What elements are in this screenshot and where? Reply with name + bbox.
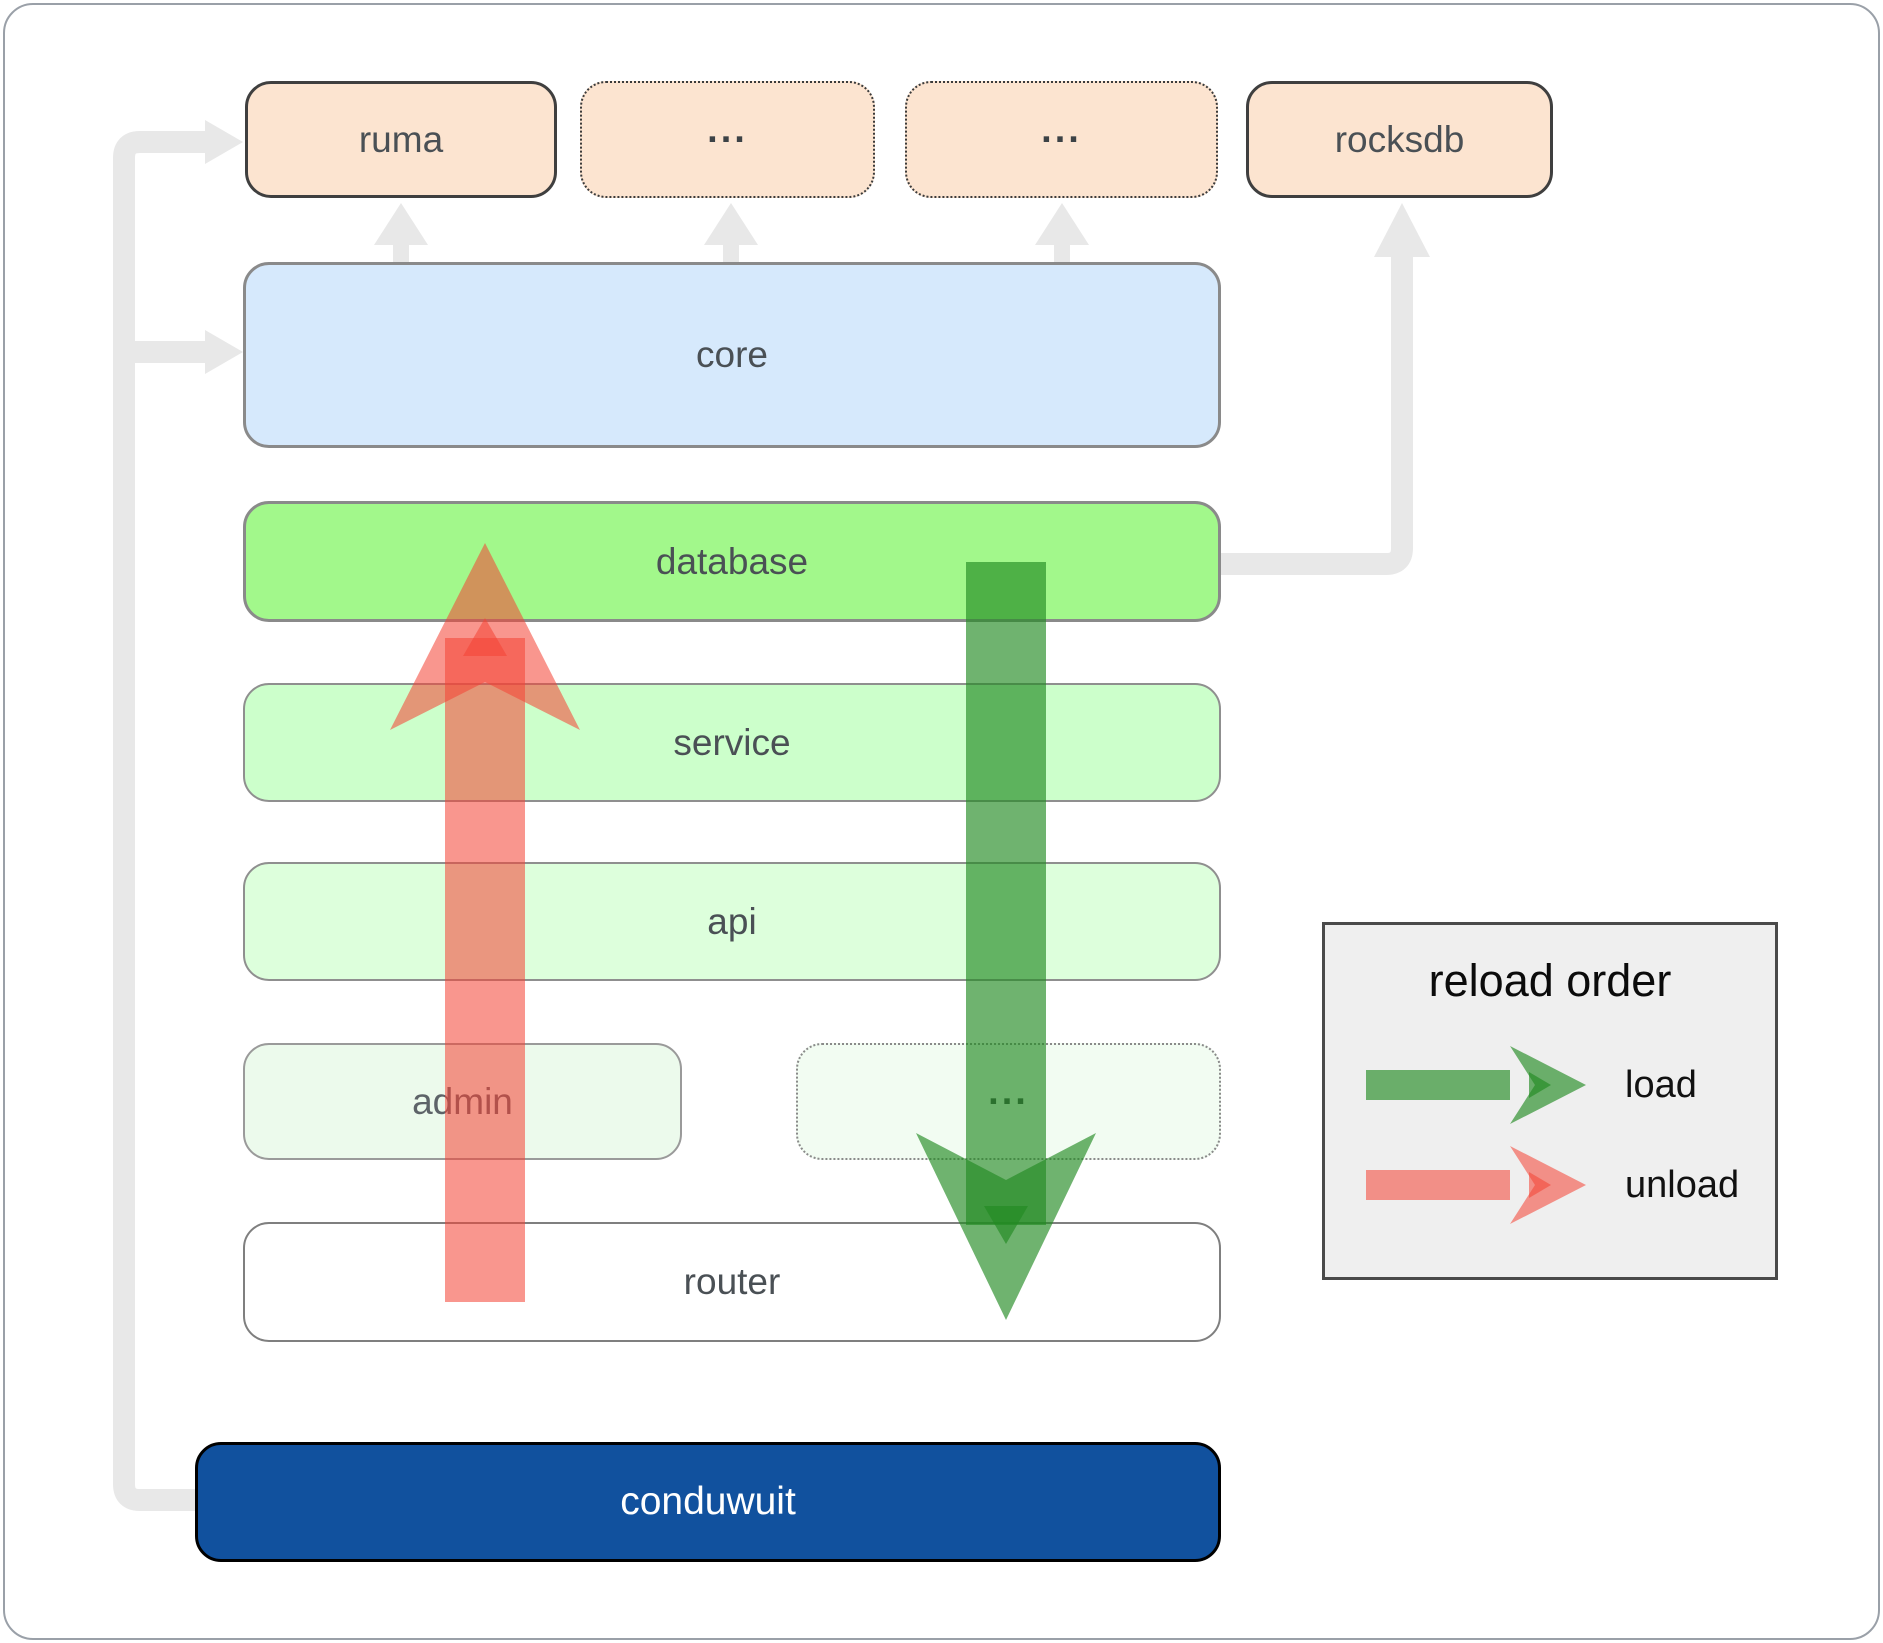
layer-admin-label: admin — [412, 1080, 513, 1122]
layer-database-label: database — [655, 540, 809, 582]
layer-admin: admin — [243, 1043, 682, 1160]
node-conduwuit-label: conduwuit — [620, 1480, 796, 1523]
layer-api-label: api — [707, 900, 757, 942]
node-ellipsis-1: ... — [580, 81, 875, 198]
legend-arrow-layer — [1366, 1046, 1586, 1224]
node-ellipsis-1-label: ... — [707, 109, 748, 151]
legend-load-arrow-icon — [1366, 1046, 1586, 1124]
core-to-ext1-arrow-icon — [704, 203, 758, 264]
legend-load-label: load — [1625, 1063, 1697, 1106]
layer-service-label: service — [673, 721, 791, 763]
layer-core-label: core — [696, 334, 768, 375]
legend: reload order load unload — [1322, 922, 1778, 1280]
legend-title: reload order — [1428, 955, 1672, 1006]
node-ruma-label: ruma — [358, 118, 444, 160]
node-conduwuit: conduwuit — [195, 1442, 1221, 1562]
conduwuit-to-ruma-connector — [113, 131, 216, 1511]
layer-router-label: router — [683, 1261, 781, 1302]
layer-router: router — [243, 1222, 1221, 1342]
legend-unload-arrow-icon — [1366, 1146, 1586, 1224]
database-to-rocksdb-connector — [1218, 252, 1413, 575]
layer-database: database — [243, 501, 1221, 622]
node-rocksdb-label: rocksdb — [1334, 118, 1465, 160]
layer-core: core — [243, 262, 1221, 448]
conduwuit-to-core-arrowhead-icon — [205, 330, 243, 374]
database-to-rocksdb-arrowhead-icon — [1374, 203, 1430, 257]
layer-api: api — [243, 862, 1221, 981]
core-to-ruma-arrow-icon — [374, 203, 428, 264]
node-ellipsis-2: ... — [905, 81, 1218, 198]
layer-service: service — [243, 683, 1221, 802]
layer-ellipsis-label: ... — [988, 1071, 1029, 1113]
node-rocksdb: rocksdb — [1246, 81, 1553, 198]
core-to-ext2-arrow-icon — [1035, 203, 1089, 264]
layer-ellipsis: ... — [796, 1043, 1221, 1160]
legend-unload-label: unload — [1625, 1163, 1740, 1206]
node-ellipsis-2-label: ... — [1041, 109, 1082, 151]
node-ruma: ruma — [245, 81, 557, 198]
conduwuit-to-ruma-arrowhead-icon — [205, 120, 243, 164]
